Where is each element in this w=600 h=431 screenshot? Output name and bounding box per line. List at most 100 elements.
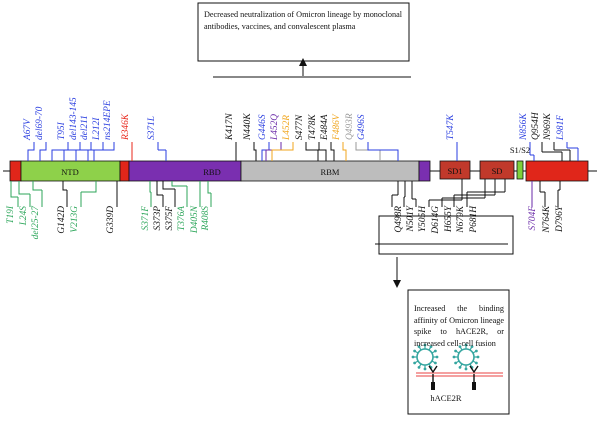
spike-protein-head	[417, 345, 421, 349]
rbd-domain	[128, 160, 242, 182]
mutation-label-above: S371L	[147, 116, 157, 140]
spike-protein-head	[417, 365, 421, 369]
mutation-label-above: A67V	[23, 118, 33, 141]
connector-line	[81, 181, 97, 193]
mutation-label-above: R346K	[121, 113, 131, 141]
connector-line	[207, 181, 211, 194]
mutation-label-above: L452R	[282, 115, 292, 141]
mutation-label-above: del143-145	[69, 97, 79, 140]
connector-line	[39, 142, 47, 161]
s1s2-cleavage-site	[516, 160, 524, 180]
connector-line	[51, 142, 69, 161]
mutation-label-below: R408S	[201, 206, 211, 232]
top-effect-box	[197, 2, 410, 62]
spike-protein-head	[474, 349, 478, 353]
spike-protein-head	[464, 343, 468, 347]
top-box-text: Decreased neutralization of Omicron line…	[204, 10, 402, 31]
domain-label-rbd: RBD	[203, 167, 220, 177]
top-arrow-head	[299, 58, 307, 66]
mutation-label-below: N501Y	[406, 204, 416, 232]
spike-protein-head	[452, 355, 456, 359]
mutation-label-below: Q498R	[394, 206, 404, 233]
mutation-label-below: P681H	[469, 205, 479, 234]
mutation-label-below: H655Y	[444, 204, 454, 233]
hace2r-receptor-right	[469, 365, 479, 382]
spike-protein-head	[454, 361, 458, 365]
mutation-label-above: G446S	[258, 114, 268, 140]
hace2r-receptor-left-base	[431, 382, 435, 390]
connector-line	[75, 142, 92, 161]
mutation-label-above: N856K	[519, 113, 529, 141]
connector-line	[27, 142, 35, 161]
spike-protein-head	[454, 349, 458, 353]
bottom-label-frame	[378, 215, 514, 255]
spike-protein-head	[413, 361, 417, 365]
spike-protein-head	[433, 361, 437, 365]
spike-protein-head	[423, 367, 427, 371]
mutation-label-below: D796Y	[555, 204, 565, 233]
mutation-label-above: T478K	[308, 114, 318, 140]
domain-label-sd1: SD1	[447, 166, 462, 176]
connector-line	[330, 142, 335, 161]
connector-line	[32, 181, 42, 191]
hace2r-receptor-right-base	[472, 382, 476, 390]
mutation-label-above: E484A	[320, 114, 330, 141]
mutation-label-below: D614G	[431, 206, 441, 235]
mutation-label-below: V213G	[70, 206, 80, 233]
mutation-label-above: T95I	[57, 121, 67, 140]
connector-line	[305, 142, 319, 161]
connector-line	[18, 181, 30, 195]
spike-protein-head	[413, 349, 417, 353]
connector-line	[253, 142, 257, 161]
mutation-label-above: del211	[80, 115, 90, 140]
mutation-label-below: N679K	[456, 205, 466, 233]
connector-line	[10, 181, 18, 198]
mutation-label-below: G339D	[106, 206, 116, 234]
mutation-label-below: del25-27	[31, 205, 41, 240]
mutation-label-above: ns214EPE	[103, 100, 113, 140]
mutation-label-above: S477N	[295, 114, 305, 140]
connector-line	[63, 142, 81, 161]
spike-protein-head	[476, 355, 480, 359]
s2-region	[525, 160, 589, 182]
spike-protein-head	[474, 361, 478, 365]
mutation-label-above: Q954H	[531, 111, 541, 140]
mutation-label-above: Q493R	[345, 113, 355, 140]
mutation-label-above: N969K	[543, 113, 553, 141]
mutation-label-below: Y505H	[418, 205, 428, 232]
mutation-label-above: L981F	[556, 115, 566, 141]
spike-protein-head	[470, 345, 474, 349]
mutation-label-below: S704F	[528, 206, 538, 231]
mutation-label-above: L452Q	[270, 114, 280, 141]
domain-label-s1s2: S1/S2	[510, 145, 530, 155]
spike-protein-head	[458, 345, 462, 349]
bottom-arrow-head	[393, 280, 401, 288]
connector-line	[318, 142, 327, 161]
connector-line	[271, 142, 294, 161]
domain-label-ntd: NTD	[61, 167, 78, 177]
mutation-label-below: S371F	[141, 206, 151, 231]
connector-line	[149, 181, 151, 193]
receptor-label: hACE2R	[430, 393, 462, 403]
mutation-label-below: S373P	[153, 206, 163, 231]
mutation-label-above: G496S	[357, 114, 367, 140]
spike-protein-head	[411, 355, 415, 359]
connector-line	[171, 181, 187, 187]
mutation-label-below: T376A	[177, 206, 187, 231]
rbd-tail	[418, 160, 431, 182]
domain-label-rbm: RBM	[321, 167, 340, 177]
mutation-label-above: N440K	[243, 113, 253, 141]
sd-domain	[479, 160, 515, 180]
connector-line	[156, 181, 163, 196]
spike-protein-head	[429, 345, 433, 349]
spike-protein-head	[433, 349, 437, 353]
mutation-label-below: L24S	[19, 206, 29, 227]
mutation-label-below: T19I	[6, 205, 16, 224]
domain-label-sd: SD	[492, 166, 503, 176]
ntd-rbd-linker	[119, 160, 130, 182]
spike-protein-head	[458, 365, 462, 369]
connector-line	[162, 181, 175, 190]
spike-protein-head	[423, 343, 427, 347]
